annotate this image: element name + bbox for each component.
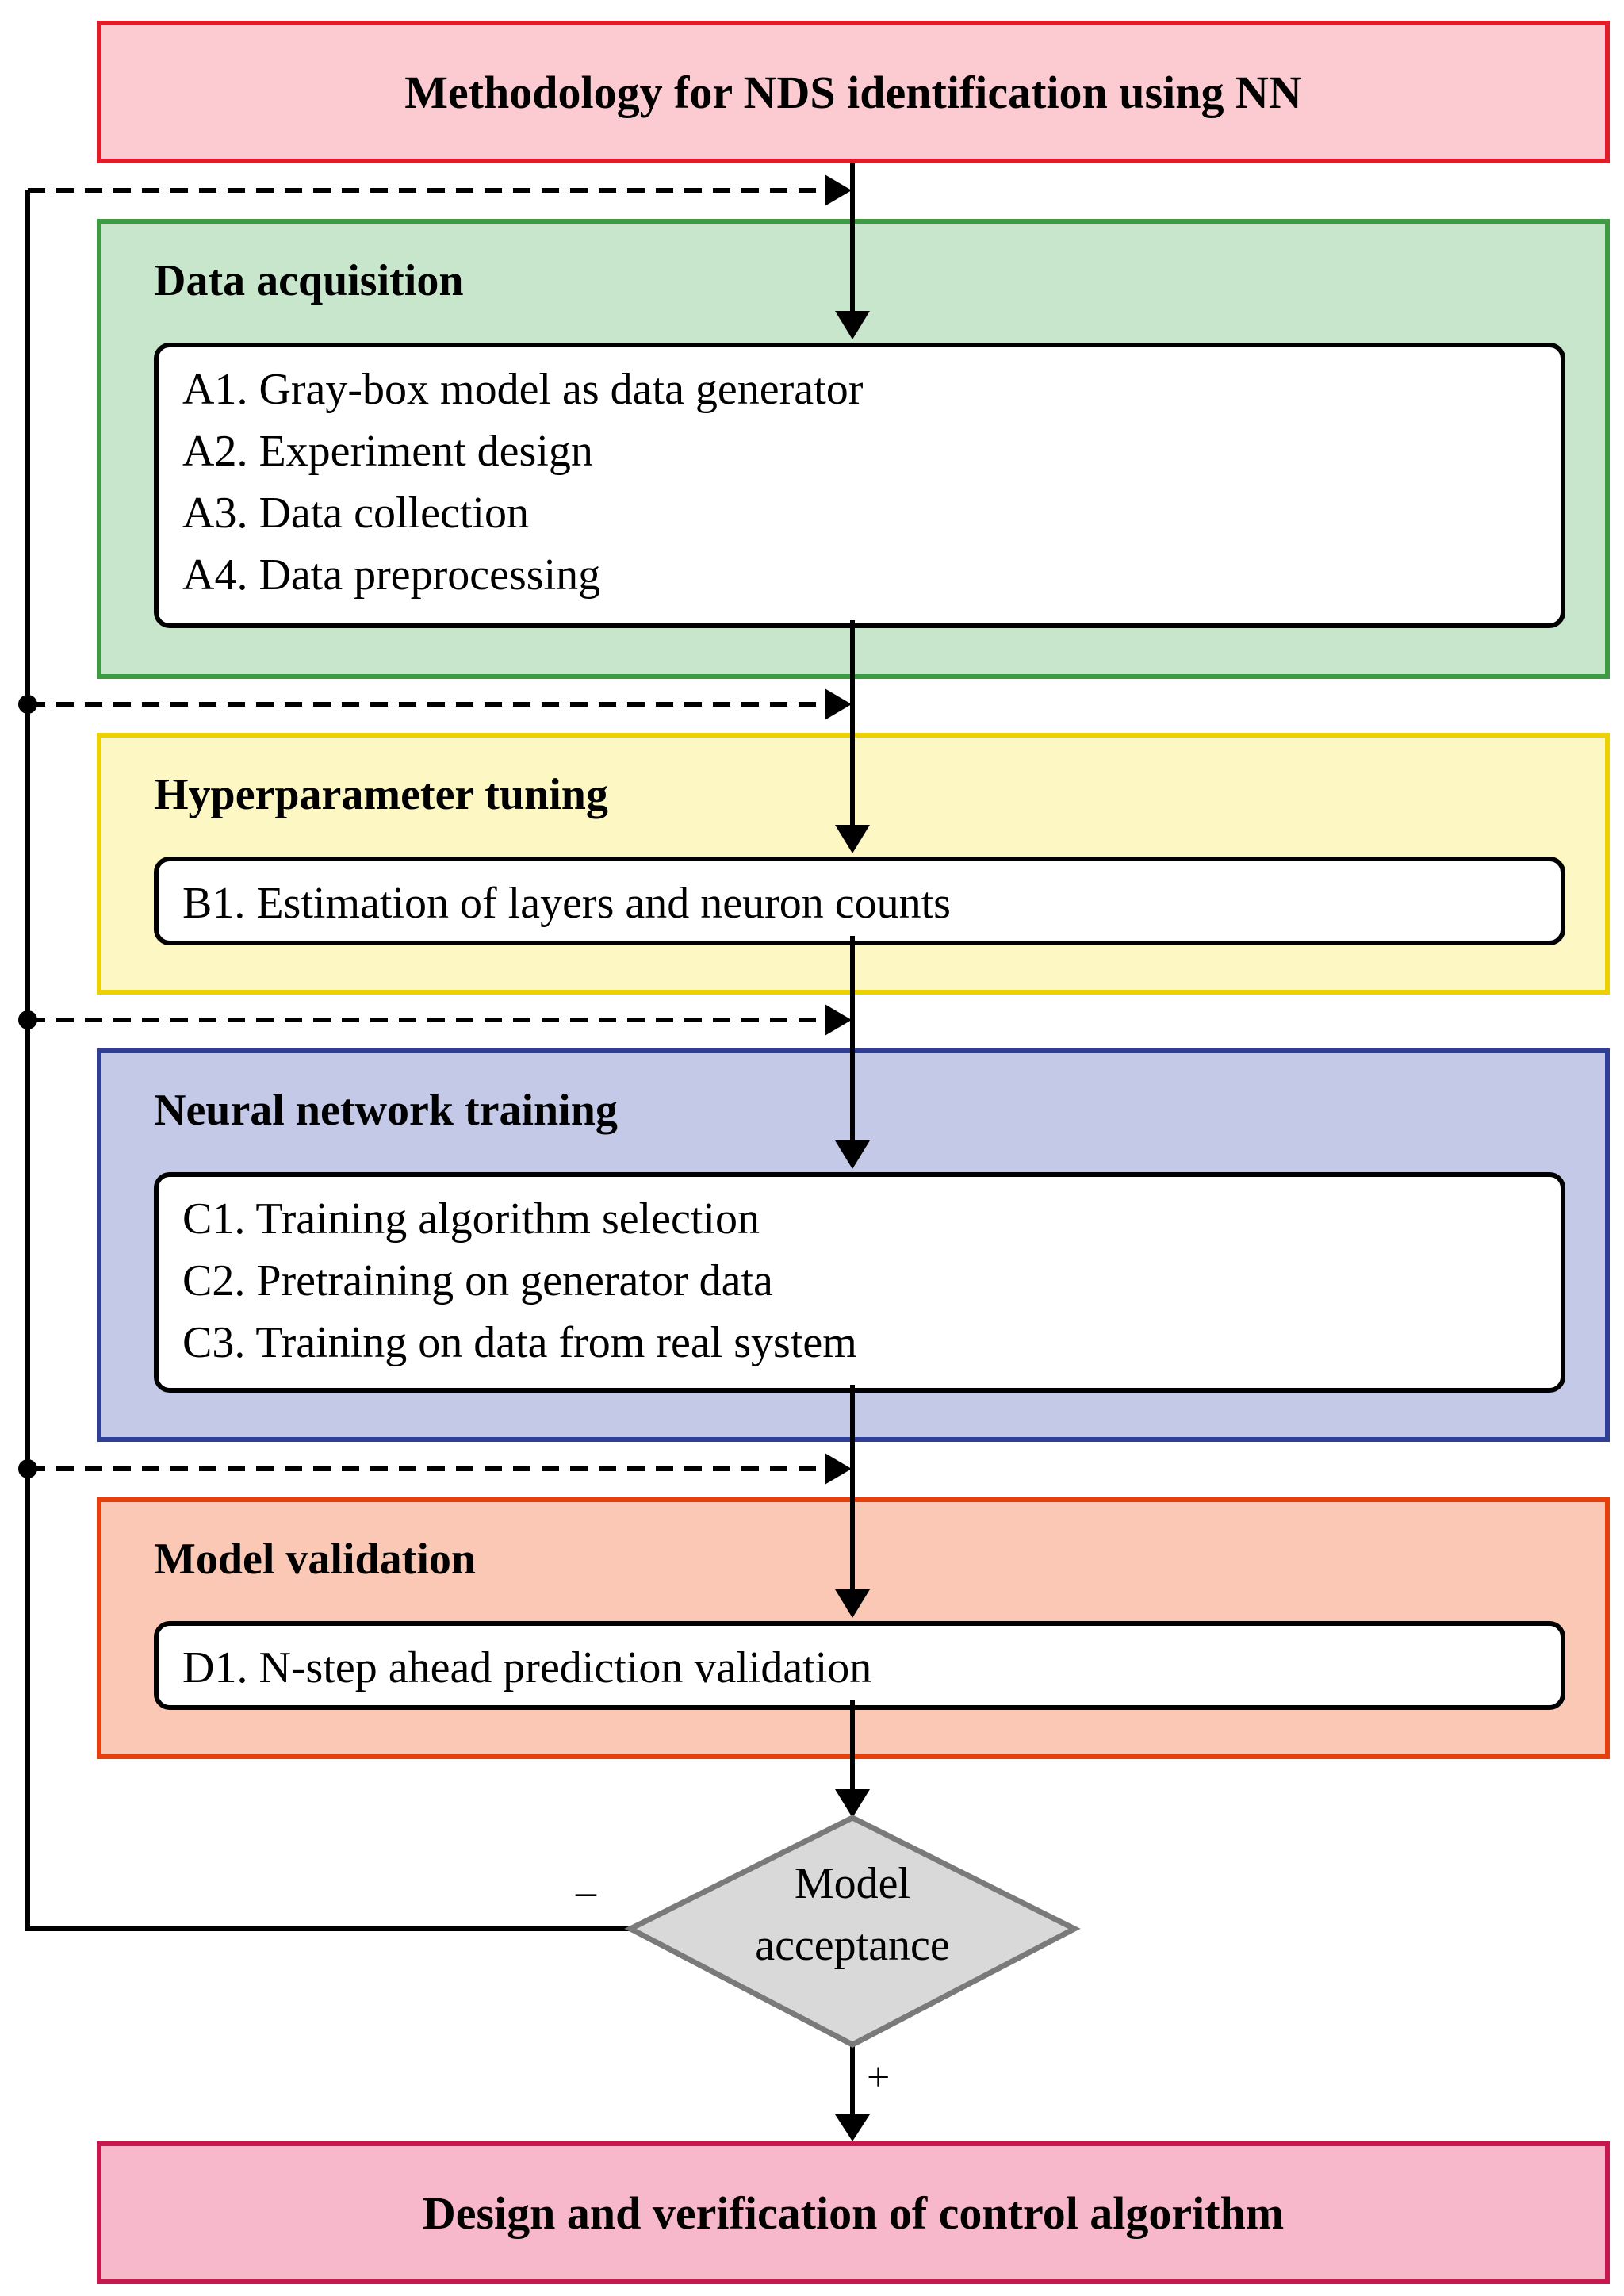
arrow-head — [825, 688, 852, 720]
step-list: A1. Gray-box model as data generator A2.… — [154, 343, 1565, 628]
arrow-head — [835, 1789, 870, 1818]
section-title: Data acquisition — [154, 256, 464, 305]
footer-title: Design and verification of control algor… — [422, 2187, 1285, 2239]
decision-label-line1: Model — [794, 1859, 911, 1908]
step-list: D1. N-step ahead prediction validation — [154, 1621, 1565, 1710]
arrow-head — [835, 1140, 870, 1169]
step-item: A2. Experiment design — [182, 427, 593, 476]
arrow-head — [835, 2114, 870, 2141]
arrow-head — [825, 1004, 852, 1036]
step-item: A3. Data collection — [182, 489, 529, 538]
arrow-head — [825, 174, 852, 206]
section-title: Model validation — [154, 1535, 477, 1584]
junction-dot — [18, 1010, 37, 1029]
feedback-line — [25, 190, 630, 1931]
step-item: A1. Gray-box model as data generator — [182, 365, 864, 414]
step-item: B1. Estimation of layers and neuron coun… — [182, 879, 951, 928]
step-item: C1. Training algorithm selection — [182, 1194, 760, 1244]
header-title: Methodology for NDS identification using… — [404, 66, 1302, 118]
section-title: Neural network training — [154, 1086, 618, 1135]
step-item: C2. Pretraining on generator data — [182, 1256, 773, 1305]
junction-dot — [18, 1459, 37, 1478]
arrow-head — [835, 311, 870, 339]
section-title: Hyperparameter tuning — [154, 770, 608, 819]
step-item: D1. N-step ahead prediction validation — [182, 1643, 872, 1692]
step-item: C3. Training on data from real system — [182, 1318, 857, 1367]
negative-sign: – — [576, 1869, 596, 1915]
header-box: Methodology for NDS identification using… — [97, 21, 1610, 163]
decision-diamond — [624, 1815, 1081, 2048]
arrow-head — [825, 1453, 852, 1485]
step-list: C1. Training algorithm selection C2. Pre… — [154, 1172, 1565, 1393]
positive-sign: + — [867, 2055, 891, 2100]
step-item: A4. Data preprocessing — [182, 550, 601, 600]
decision-label: Model acceptance — [694, 1853, 1011, 1976]
junction-dot — [18, 695, 37, 714]
footer-box: Design and verification of control algor… — [97, 2141, 1610, 2284]
step-list: B1. Estimation of layers and neuron coun… — [154, 857, 1565, 945]
decision-label-line2: acceptance — [755, 1921, 950, 1970]
arrow-head — [835, 1589, 870, 1618]
arrow-head — [835, 825, 870, 853]
